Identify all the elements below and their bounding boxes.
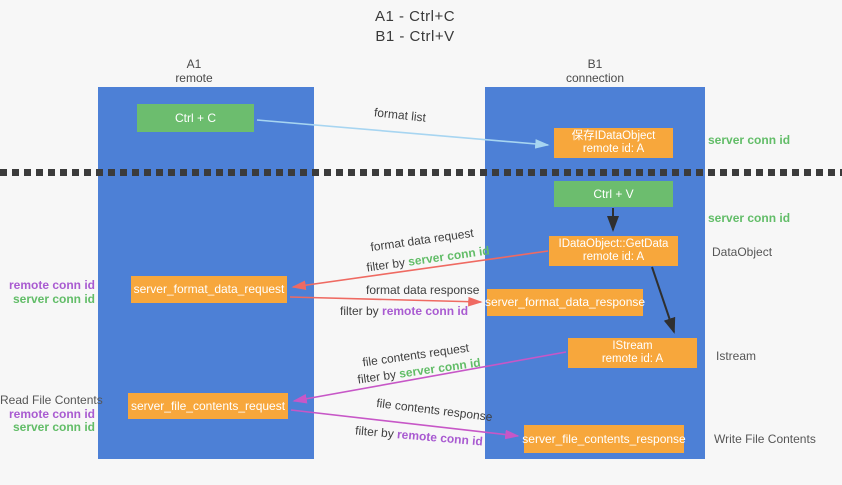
lifeline-header-a1: A1 remote bbox=[144, 57, 244, 85]
node-ctrl-v: Ctrl + V bbox=[554, 181, 673, 207]
annotation-write-file-contents: Write File Contents bbox=[714, 432, 816, 446]
annotation-server-conn-id-left-1: server conn id bbox=[12, 291, 95, 306]
filter-by-text: filter by bbox=[340, 304, 379, 318]
annotation-remote-conn-id-2: remote conn id bbox=[8, 406, 95, 421]
node-file-response-label: server_file_contents_response bbox=[522, 431, 686, 446]
diagram-title: A1 - Ctrl+C B1 - Ctrl+V bbox=[320, 7, 510, 47]
label-filter-by-remote-conn-id-2: filter by remote conn id bbox=[355, 423, 484, 448]
diagram-title-line2: B1 - Ctrl+V bbox=[375, 28, 455, 45]
lifeline-a1-role: remote bbox=[175, 71, 213, 85]
annotation-dataobject: DataObject bbox=[712, 245, 773, 259]
node-ctrl-c: Ctrl + C bbox=[137, 104, 254, 132]
node-server-format-data-response: server_format_data_response bbox=[484, 289, 646, 316]
annotation-server-conn-id-left-2: server conn id bbox=[12, 420, 95, 434]
phase-separator-dotted-line bbox=[0, 169, 842, 176]
annotation-istream: Istream bbox=[716, 349, 757, 363]
remote-conn-id-text: remote conn id bbox=[382, 304, 469, 318]
arrow-format-data-response bbox=[289, 296, 483, 307]
filter-by-text: filter by bbox=[356, 367, 397, 387]
annotation-server-conn-id-1: server conn id bbox=[708, 133, 791, 147]
node-server-format-data-request: server_format_data_request bbox=[131, 276, 287, 303]
node-file-request-label: server_file_contents_request bbox=[130, 398, 286, 413]
filter-by-text: filter by bbox=[365, 255, 406, 275]
node-save-idataobject-line2: remote id: A bbox=[582, 143, 645, 155]
node-idataobject-getdata: IDataObject::GetData remote id: A bbox=[549, 236, 678, 266]
node-istream-line2: remote id: A bbox=[601, 353, 664, 365]
annotation-left-conn-ids-2: Read File Contents remote conn id server… bbox=[0, 393, 103, 435]
node-istream-line1: IStream bbox=[612, 340, 653, 352]
annotation-read-file-contents: Read File Contents bbox=[0, 393, 103, 407]
filter-by-text: filter by bbox=[354, 423, 395, 441]
lifeline-header-b1: B1 connection bbox=[545, 57, 645, 85]
node-save-idataobject: 保存IDataObject remote id: A bbox=[554, 128, 673, 158]
node-format-response-label: server_format_data_response bbox=[484, 295, 646, 309]
node-ctrl-c-label: Ctrl + C bbox=[174, 110, 216, 125]
annotation-remote-conn-id-1: remote conn id bbox=[8, 278, 95, 292]
label-file-contents-response: file contents response bbox=[375, 395, 494, 425]
remote-conn-id-text: remote conn id bbox=[396, 427, 484, 449]
diagram-title-line1: A1 - Ctrl+C bbox=[374, 8, 456, 25]
lifeline-a1-name: A1 bbox=[186, 57, 202, 71]
label-format-data-response: format data response bbox=[366, 283, 480, 297]
annotation-left-conn-ids-1: remote conn id server conn id bbox=[0, 278, 95, 306]
label-format-list: format list bbox=[373, 105, 427, 125]
lifeline-b1-role: connection bbox=[565, 71, 625, 85]
annotation-server-conn-id-2: server conn id bbox=[708, 211, 791, 225]
node-getdata-line2: remote id: A bbox=[582, 251, 645, 263]
node-save-idataobject-line1: 保存IDataObject bbox=[571, 130, 656, 142]
node-server-file-contents-response: server_file_contents_response bbox=[522, 425, 686, 453]
node-getdata-line1: IDataObject::GetData bbox=[558, 238, 669, 250]
node-istream: IStream remote id: A bbox=[568, 338, 697, 368]
node-server-file-contents-request: server_file_contents_request bbox=[128, 393, 288, 419]
node-ctrl-v-label: Ctrl + V bbox=[593, 186, 634, 201]
lifeline-b1-name: B1 bbox=[587, 57, 603, 71]
node-format-request-label: server_format_data_request bbox=[133, 282, 285, 296]
label-filter-by-remote-conn-id-1: filter by remote conn id bbox=[340, 304, 468, 318]
